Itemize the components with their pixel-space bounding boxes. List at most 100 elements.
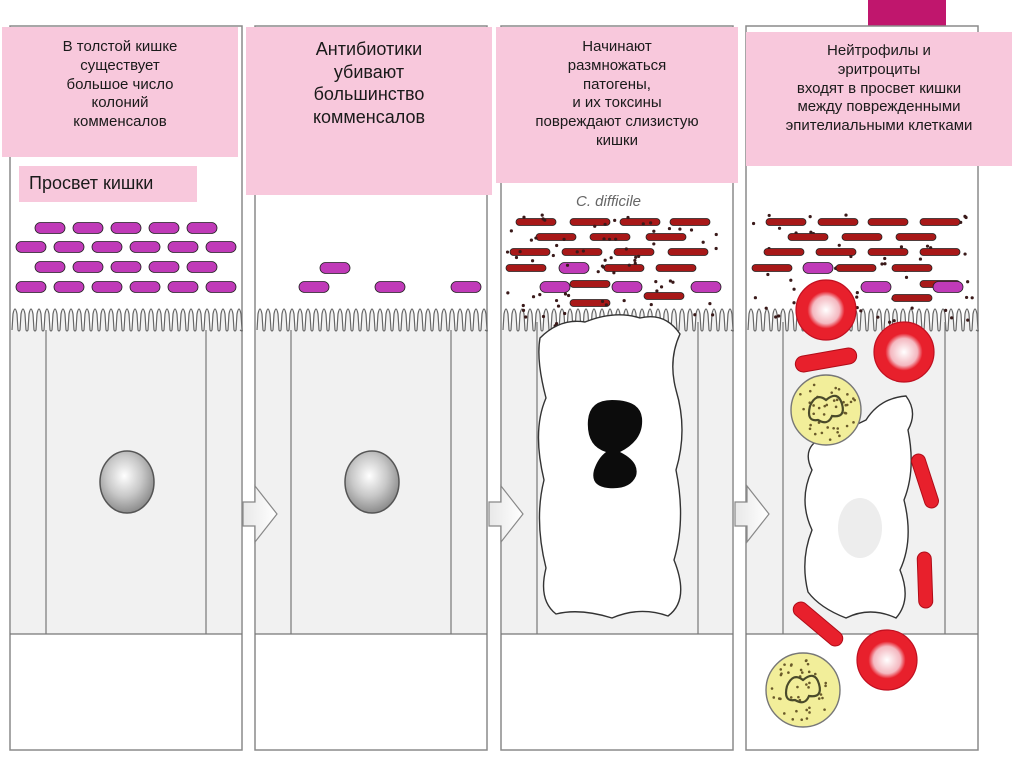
neutrophil-granule xyxy=(802,407,805,411)
toxin-dot xyxy=(522,215,526,219)
toxin-dot xyxy=(671,280,675,284)
commensal-bacterium xyxy=(450,281,482,293)
toxin-dot xyxy=(554,298,559,303)
toxin-dot xyxy=(566,293,571,298)
toxin-dot xyxy=(600,299,605,303)
pathogen-bacterium xyxy=(655,264,697,272)
toxin-dot xyxy=(596,270,600,274)
toxin-dot xyxy=(540,213,544,217)
commensal-bacterium xyxy=(34,222,66,234)
toxin-dot xyxy=(529,238,534,242)
neutrophil-granule xyxy=(783,663,786,666)
toxin-dot xyxy=(789,278,793,282)
toxin-dot xyxy=(966,318,970,322)
toxin-dot xyxy=(844,213,848,217)
toxin-dot xyxy=(581,249,585,253)
neutrophil-granule xyxy=(824,681,828,685)
toxin-dot xyxy=(626,215,630,220)
toxin-dot xyxy=(551,253,555,258)
red-blood-cell-icon xyxy=(856,629,918,691)
toxin-dot xyxy=(970,296,974,300)
neutrophil-granule xyxy=(772,696,776,699)
neutrophil-granule xyxy=(796,685,799,689)
toxin-dot xyxy=(767,213,771,218)
neutrophil-granule xyxy=(799,668,803,672)
commensal-bacterium xyxy=(15,241,47,253)
pathogen-bacterium xyxy=(535,233,577,241)
toxin-dot xyxy=(678,227,682,231)
red-blood-cell-icon xyxy=(873,321,935,383)
toxin-dot xyxy=(600,264,605,268)
toxin-dot xyxy=(809,230,813,234)
neutrophil-granule xyxy=(812,383,816,387)
toxin-dot xyxy=(563,292,568,296)
neutrophil-granule xyxy=(807,686,810,689)
pathogen-bacterium xyxy=(751,264,793,272)
toxin-dot xyxy=(764,306,768,310)
toxin-dot xyxy=(668,279,673,283)
toxin-dot xyxy=(555,243,559,248)
neutrophil-granule xyxy=(834,405,838,409)
caption-text-1: В толстой кишке существует большое число… xyxy=(62,38,178,130)
toxin-dot xyxy=(888,320,892,324)
toxin-dot xyxy=(509,229,513,233)
toxin-dot xyxy=(966,280,970,284)
toxin-dot xyxy=(602,237,606,241)
neutrophil-granule xyxy=(826,426,829,429)
neutrophil-granule xyxy=(845,403,849,407)
lumen-label: Просвет кишки xyxy=(19,166,197,202)
commensal-bacterium xyxy=(34,261,66,273)
toxin-dot xyxy=(524,315,528,319)
red-blood-cell-side xyxy=(794,347,858,373)
toxin-dot xyxy=(808,215,812,219)
corner-accent-bar xyxy=(868,0,946,28)
toxin-dot xyxy=(774,315,778,319)
pathogen-bacterium xyxy=(667,248,709,256)
commensal-bacterium xyxy=(53,241,85,253)
commensal-bacterium xyxy=(129,241,161,253)
toxin-dot xyxy=(963,252,967,256)
commensal-bacterium xyxy=(860,281,892,293)
commensal-bacterium xyxy=(148,261,180,273)
toxin-dot xyxy=(667,226,672,231)
neutrophil-granule xyxy=(805,683,808,686)
toxin-dot xyxy=(541,314,546,319)
neutrophil-body xyxy=(790,374,862,446)
toxin-dot xyxy=(521,308,526,313)
toxin-dot xyxy=(711,313,715,317)
toxin-dot xyxy=(701,240,705,244)
neutrophil-granule xyxy=(852,421,855,424)
toxin-dot xyxy=(652,229,656,233)
toxin-dot xyxy=(554,321,559,326)
neutrophil-granule xyxy=(783,712,786,715)
panel-1-brush-border xyxy=(11,308,243,332)
commensal-bacterium xyxy=(690,281,722,293)
toxin-dot xyxy=(649,221,653,225)
neutrophil-granule xyxy=(817,406,821,410)
neutrophil-granule xyxy=(779,668,783,671)
neutrophil-granule xyxy=(823,404,827,408)
pathogen-bacterium xyxy=(669,218,711,226)
toxin-dot xyxy=(633,258,637,263)
toxin-dot xyxy=(892,319,896,323)
neutrophil-granule xyxy=(844,411,848,415)
neutrophil-granule xyxy=(787,671,790,674)
toxin-dot xyxy=(904,275,909,279)
toxin-dot xyxy=(633,261,637,265)
pathogen-bacterium xyxy=(867,248,909,256)
caption-panel-2: Антибиотики убивают большинство комменса… xyxy=(246,27,492,195)
commensal-bacterium xyxy=(932,281,964,293)
toxin-dot xyxy=(950,316,954,320)
neutrophil-granule xyxy=(846,393,849,396)
toxin-dot xyxy=(641,222,645,226)
commensal-bacterium xyxy=(72,261,104,273)
neutrophil-granule xyxy=(821,696,824,700)
commensal-bacterium xyxy=(319,262,351,274)
toxin-dot xyxy=(613,218,617,222)
commensal-bacterium xyxy=(15,281,47,293)
toxin-dot xyxy=(792,287,796,291)
toxin-dot xyxy=(655,289,659,293)
toxin-dot xyxy=(766,272,770,277)
pathogen-bacterium xyxy=(515,218,557,226)
pathogen-bacterium xyxy=(895,233,937,241)
